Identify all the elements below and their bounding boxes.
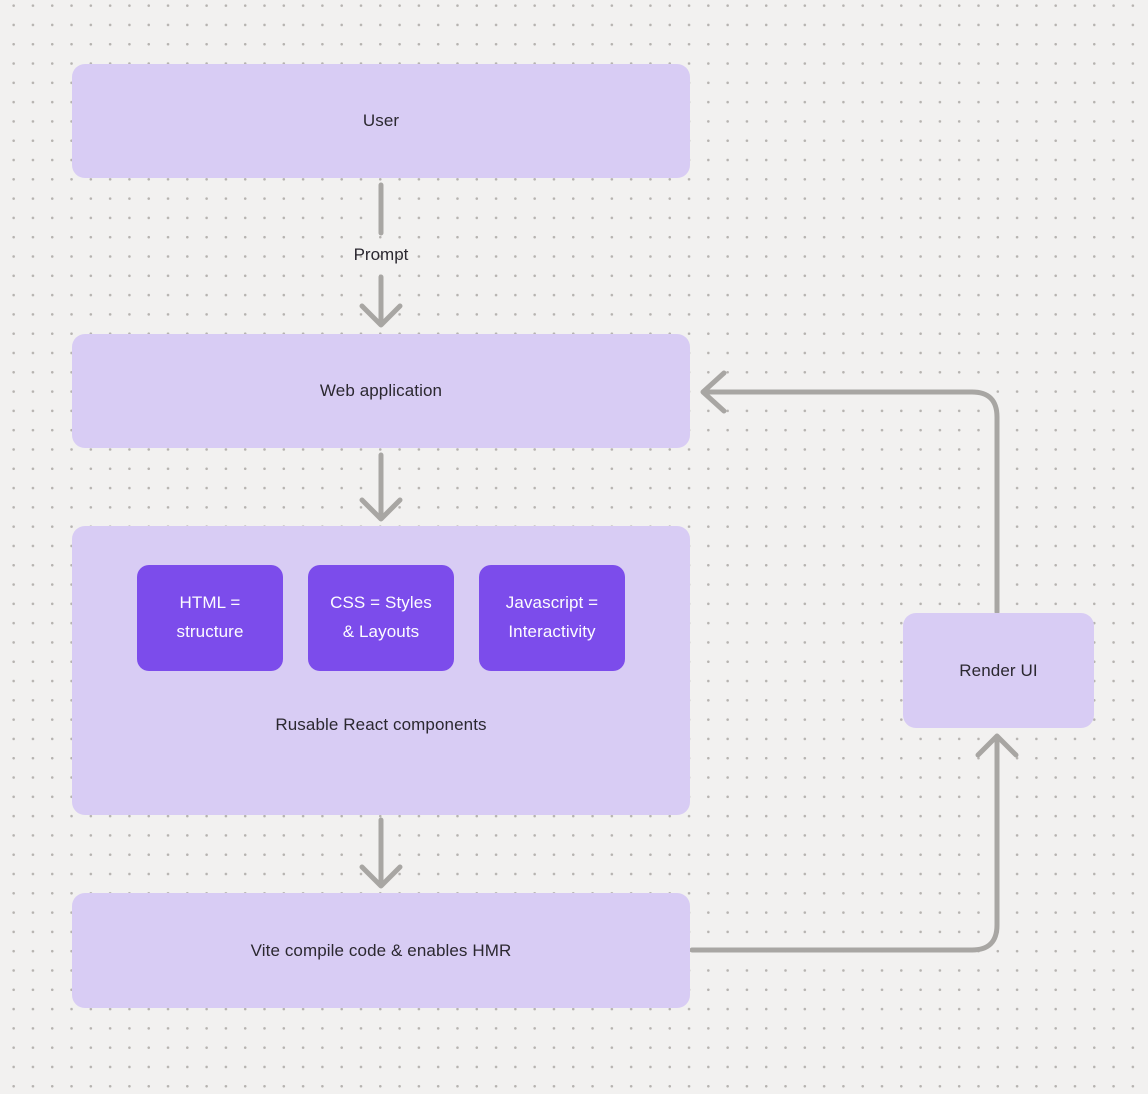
- chip-css: CSS = Styles & Layouts: [308, 565, 454, 671]
- node-user: User: [72, 64, 690, 178]
- arrow-render-to-webapp: [700, 370, 1000, 615]
- arrow-components-to-vite: [359, 817, 403, 889]
- components-group-label: Rusable React components: [275, 715, 487, 734]
- node-vite-label: Vite compile code & enables HMR: [250, 940, 512, 960]
- chip-html: HTML = structure: [137, 565, 283, 671]
- edge-label-prompt: Prompt: [353, 245, 409, 264]
- arrow-vite-to-render: [689, 733, 1019, 953]
- chip-javascript: Javascript = Interactivity: [479, 565, 625, 671]
- node-render-ui-label: Render UI: [959, 660, 1038, 680]
- node-components-group: HTML = structure CSS = Styles & Layouts …: [72, 526, 690, 815]
- arrow-prompt-to-webapp: [359, 274, 403, 328]
- node-vite: Vite compile code & enables HMR: [72, 893, 690, 1008]
- node-user-label: User: [362, 111, 400, 130]
- node-render-ui: Render UI: [903, 613, 1094, 728]
- components-chip-row: HTML = structure CSS = Styles & Layouts …: [72, 565, 690, 671]
- node-web-application-label: Web application: [319, 381, 443, 400]
- node-web-application: Web application: [72, 334, 690, 448]
- arrow-webapp-to-components: [359, 452, 403, 522]
